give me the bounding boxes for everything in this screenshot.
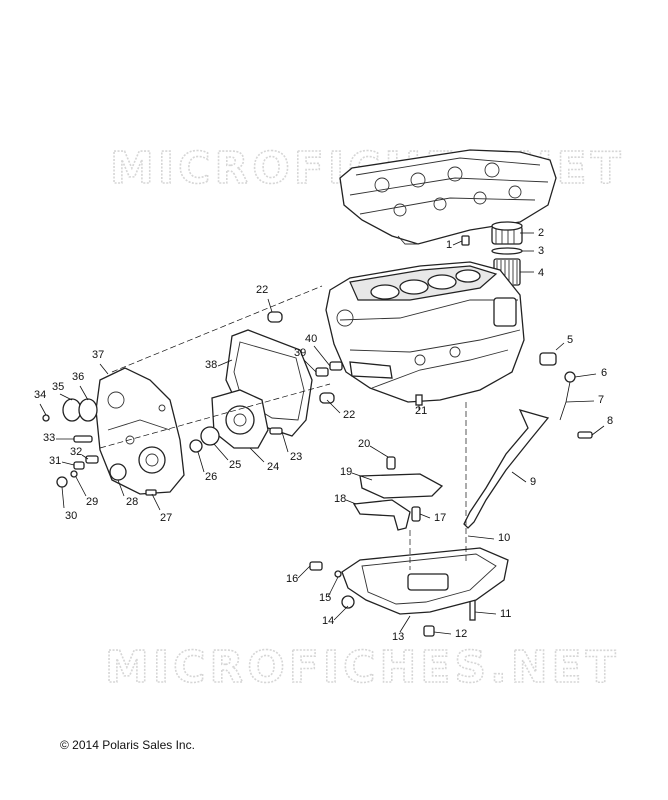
- callout-7: 7: [598, 394, 604, 406]
- watermark-bottom: MICROFICHES.NET: [105, 642, 620, 693]
- callout-11: 11: [500, 608, 511, 620]
- dipstick: [559, 381, 571, 421]
- callout-31: 31: [49, 455, 61, 467]
- callout-37: 37: [92, 349, 104, 361]
- callout-17: 17: [434, 512, 446, 524]
- oil-filter-o-ring: [491, 247, 523, 255]
- callout-14: 14: [322, 615, 334, 627]
- callout-34: 34: [34, 389, 46, 401]
- engine-block: [325, 261, 525, 403]
- fasteners: [42, 311, 593, 637]
- callout-39: 39: [294, 347, 306, 359]
- callout-4: 4: [538, 267, 544, 279]
- callout-35: 35: [52, 381, 64, 393]
- callout-23: 23: [290, 451, 302, 463]
- callout-38: 38: [205, 359, 217, 371]
- callout-21: 21: [415, 405, 427, 417]
- callout-25: 25: [229, 459, 241, 471]
- callout-26: 26: [205, 471, 217, 483]
- oil-pickup-tube: [352, 499, 411, 531]
- callout-9: 9: [530, 476, 536, 488]
- callout-12: 12: [455, 628, 467, 640]
- crank-seal: [109, 463, 127, 481]
- callout-40: 40: [305, 333, 317, 345]
- callout-30: 30: [65, 510, 77, 522]
- oil-pan: [341, 547, 509, 615]
- callout-6: 6: [601, 367, 607, 379]
- callout-20: 20: [358, 438, 370, 450]
- leader-lines: [39, 232, 605, 635]
- callout-3: 3: [538, 245, 544, 257]
- callout-5: 5: [567, 334, 573, 346]
- callout-16: 16: [286, 573, 298, 585]
- callout-1: 1: [446, 239, 452, 251]
- callout-36: 36: [72, 371, 84, 383]
- cylinder-head: [339, 149, 557, 245]
- callout-27: 27: [160, 512, 172, 524]
- oil-pump: [211, 389, 269, 449]
- callout-22: 22: [256, 284, 268, 296]
- windage-baffle: [359, 473, 444, 499]
- callout-15: 15: [319, 592, 331, 604]
- callout-28: 28: [126, 496, 138, 508]
- callout-8: 8: [607, 415, 613, 427]
- callout-24: 24: [267, 461, 279, 473]
- alignment-line-1: [111, 285, 323, 373]
- callout-13: 13: [392, 631, 404, 643]
- seal-ring-2: [78, 398, 98, 422]
- oil-filter-cap: [491, 221, 523, 245]
- callout-32: 32: [70, 446, 82, 458]
- callout-33: 33: [43, 432, 55, 444]
- callout-19: 19: [340, 466, 352, 478]
- callout-18: 18: [334, 493, 346, 505]
- seal-ring: [62, 398, 82, 422]
- dipstick-tube: [463, 408, 550, 529]
- crank-sprocket: [189, 439, 203, 453]
- oil-pump-gear: [200, 426, 220, 446]
- copyright-notice: © 2014 Polaris Sales Inc.: [60, 738, 195, 752]
- callout-10: 10: [498, 532, 510, 544]
- callout-2: 2: [538, 227, 544, 239]
- callout-29: 29: [86, 496, 98, 508]
- callout-numbers: 1234567891011121314151617181920212222232…: [34, 227, 613, 643]
- front-cover: [95, 367, 185, 495]
- alignment-line-2: [99, 383, 331, 449]
- dowel-pin: [461, 235, 470, 246]
- callout-22: 22: [343, 409, 355, 421]
